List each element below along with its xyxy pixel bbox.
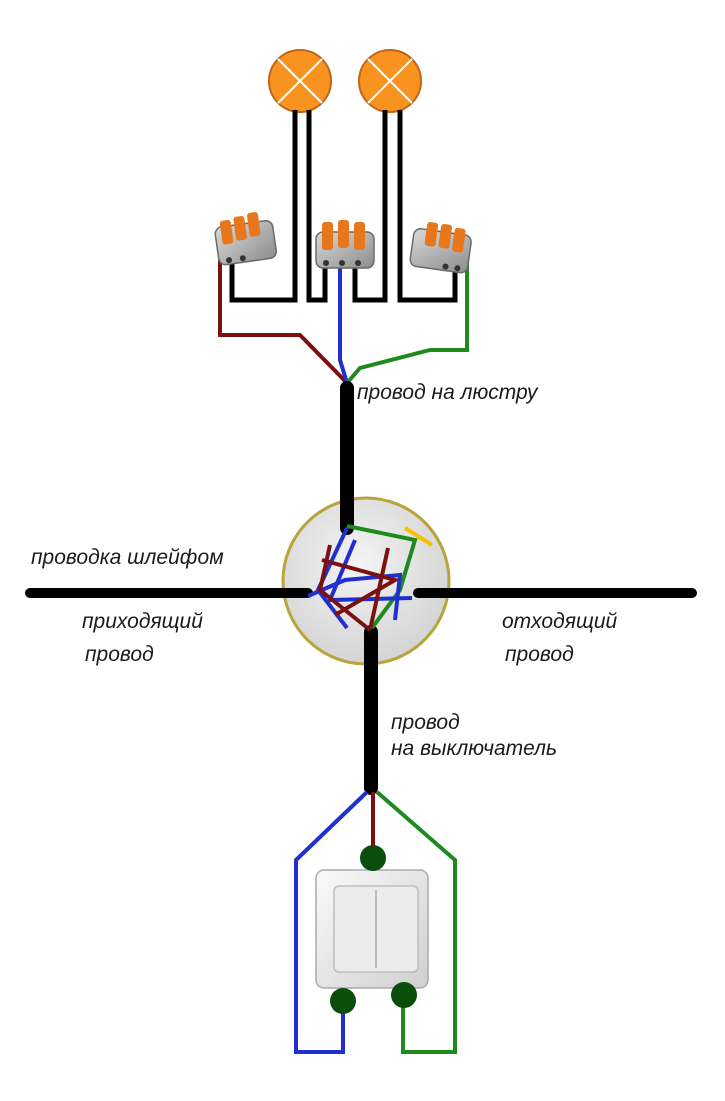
junction-wires <box>307 524 434 632</box>
switch-terminal-bottom-right <box>391 982 417 1008</box>
switch-terminal-top <box>360 845 386 871</box>
lamp-2 <box>358 49 422 113</box>
label-loop-wiring: проводка шлейфом <box>31 546 224 569</box>
blue-wire-switch <box>294 790 369 1054</box>
blue-wire-lamp <box>338 262 349 384</box>
brown-wire-box <box>321 558 401 617</box>
label-switch-wire-1: провод <box>391 711 460 734</box>
label-switch-wire-2: на выключатель <box>391 737 558 760</box>
label-incoming-wire-1: приходящий <box>82 610 203 633</box>
lamp-wires <box>229 110 458 303</box>
connector-left <box>214 212 277 266</box>
label-incoming-wire-2: провод <box>85 643 154 666</box>
double-switch <box>315 869 429 989</box>
label-chandelier-wire: провод на люстру <box>357 381 538 404</box>
connector-wires <box>218 258 469 385</box>
yellow-wire-box <box>403 526 434 547</box>
connector-middle <box>315 220 375 269</box>
brown-wire-lamp <box>218 258 349 385</box>
switch-terminal-bottom-left <box>330 988 356 1014</box>
green-wire-box <box>346 524 418 630</box>
label-outgoing-wire-2: провод <box>505 643 574 666</box>
lamp-1 <box>268 49 332 113</box>
connector-right <box>409 222 472 274</box>
green-wire-switch <box>375 790 457 1054</box>
brown-wire-box-3 <box>368 547 390 631</box>
label-outgoing-wire-1: отходящий <box>502 610 618 633</box>
brown-wire-box-2 <box>317 544 372 632</box>
green-wire-lamp <box>345 262 469 385</box>
